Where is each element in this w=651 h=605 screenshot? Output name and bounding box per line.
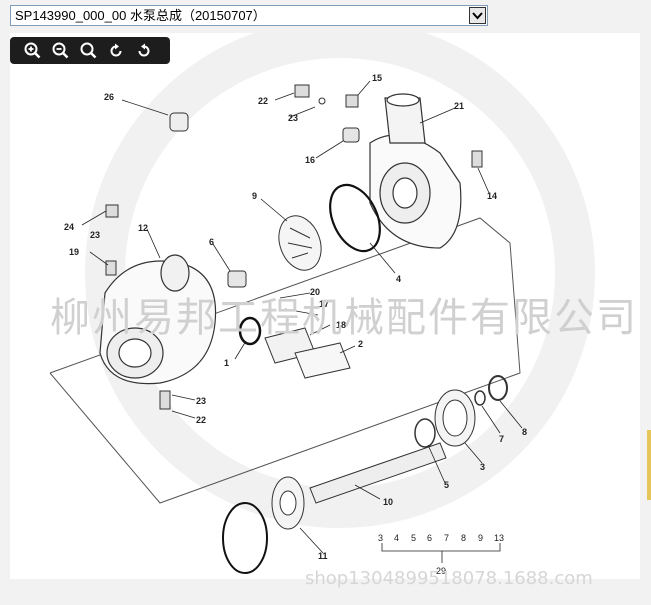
watermark-logo xyxy=(85,33,595,528)
diagram-select-value: SP143990_000_00 水泵总成（20150707） xyxy=(15,8,266,23)
zoom-in-icon[interactable] xyxy=(22,41,42,61)
drain-part-22 xyxy=(159,390,171,410)
seq-3: 3 xyxy=(378,533,383,543)
water-pump-exploded-diagram: 26 22 23 15 21 16 14 9 24 23 12 6 19 20 … xyxy=(49,33,595,576)
watermark-company: 柳州易邦工程机械配件有限公司 xyxy=(50,295,638,341)
callout-9: 9 xyxy=(252,191,257,201)
seq-5: 5 xyxy=(411,533,416,543)
callout-23c: 23 xyxy=(196,396,206,406)
seq-4: 4 xyxy=(394,533,399,543)
pump-housing-part xyxy=(369,93,462,249)
bolt-part-14 xyxy=(471,150,483,168)
callout-6: 6 xyxy=(209,237,214,247)
plug-part-15 xyxy=(345,94,359,108)
impeller-part xyxy=(278,215,322,271)
seq-8: 8 xyxy=(461,533,466,543)
washer-part-23 xyxy=(318,97,326,105)
seq-7: 7 xyxy=(444,533,449,543)
callout-18: 18 xyxy=(336,320,346,330)
diagram-select[interactable]: SP143990_000_00 水泵总成（20150707） xyxy=(10,5,488,26)
group-29-label: 29 xyxy=(436,566,446,576)
seq-13: 13 xyxy=(494,533,504,543)
ring-part-7 xyxy=(474,390,486,406)
callout-24: 24 xyxy=(64,222,74,232)
zoom-fit-icon[interactable] xyxy=(78,41,98,61)
rotate-right-icon[interactable] xyxy=(106,41,126,61)
callout-2: 2 xyxy=(358,339,363,349)
callout-10: 10 xyxy=(383,497,393,507)
callout-3: 3 xyxy=(480,462,485,472)
zoom-toolbar xyxy=(10,37,170,64)
bearing-part-3 xyxy=(434,389,476,447)
assembly-plane xyxy=(49,217,521,504)
seq-6: 6 xyxy=(427,533,432,543)
callout-21: 21 xyxy=(454,101,464,111)
callout-11: 11 xyxy=(318,551,328,561)
o-ring-large xyxy=(222,502,268,574)
gasket-part-2 xyxy=(294,342,351,379)
fitting-part-24 xyxy=(105,204,119,218)
callout-16: 16 xyxy=(305,155,315,165)
rotate-left-icon[interactable] xyxy=(134,41,154,61)
callout-22: 22 xyxy=(258,96,268,106)
callout-20: 20 xyxy=(310,287,320,297)
zoom-out-icon[interactable] xyxy=(50,41,70,61)
diagram-canvas[interactable]: 26 22 23 15 21 16 14 9 24 23 12 6 19 20 … xyxy=(10,33,640,579)
chevron-down-icon[interactable] xyxy=(469,7,486,24)
o-ring-part-4 xyxy=(329,183,381,253)
callout-5: 5 xyxy=(444,480,449,490)
shaft-part-10 xyxy=(309,442,447,504)
callout-8: 8 xyxy=(522,427,527,437)
plug-part-16 xyxy=(342,127,360,143)
callout-labels xyxy=(81,80,523,554)
callout-26: 26 xyxy=(104,92,114,102)
pump-body-part xyxy=(99,254,217,385)
ring-part-8 xyxy=(488,375,508,401)
watermark-shop-url: shop1304899518078.1688.com xyxy=(305,568,593,589)
callout-1: 1 xyxy=(224,358,229,368)
seal-part-6 xyxy=(227,270,247,288)
scrollbar-indicator[interactable] xyxy=(647,430,651,500)
callout-23: 23 xyxy=(288,113,298,123)
callout-12: 12 xyxy=(138,223,148,233)
fitting-part-22 xyxy=(294,84,310,98)
plug-part-26 xyxy=(169,112,189,132)
stud-part-19 xyxy=(105,260,117,276)
group-bracket-29: 3 4 5 6 7 8 9 13 29 xyxy=(378,533,504,576)
snap-ring-part-5 xyxy=(414,418,436,448)
callout-7: 7 xyxy=(499,434,504,444)
o-ring-part-1 xyxy=(238,316,262,346)
callout-22b: 22 xyxy=(196,415,206,425)
callout-17: 17 xyxy=(319,299,329,309)
gear-part-11 xyxy=(271,476,305,530)
callout-19: 19 xyxy=(69,247,79,257)
callout-15: 15 xyxy=(372,73,382,83)
callout-14: 14 xyxy=(487,191,497,201)
callout-4: 4 xyxy=(396,274,401,284)
seq-9: 9 xyxy=(478,533,483,543)
callout-23b: 23 xyxy=(90,230,100,240)
